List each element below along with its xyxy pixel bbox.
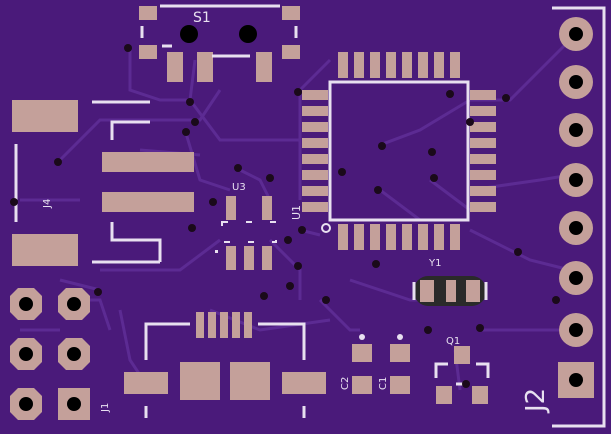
- header-j1: J1: [10, 288, 111, 420]
- silk-label-u3: U3: [232, 182, 246, 193]
- u1-top-pins: [338, 52, 460, 78]
- u1-bottom-pins: [338, 224, 460, 250]
- silk-label-s1: S1: [193, 10, 211, 26]
- silk-label-y1: Y1: [428, 258, 441, 269]
- silk-label-q1: Q1: [446, 336, 460, 347]
- vias: [10, 44, 560, 388]
- silk-label-u1: U1: [290, 205, 303, 220]
- chip-u1: U1: [290, 52, 496, 250]
- regulator-block: [124, 312, 326, 418]
- transistor-q1: Q1: [434, 336, 490, 404]
- silk-label-c2: C2: [340, 377, 351, 390]
- capacitors-c1-c2: C2 C1: [340, 334, 410, 394]
- chip-u3: U3: [215, 182, 277, 270]
- u1-right-pins: [470, 90, 496, 212]
- silk-label-j2: J2: [521, 388, 551, 414]
- silk-label-c1: C1: [378, 377, 389, 390]
- connector-j4: J4: [12, 100, 194, 266]
- u1-left-pins: [302, 90, 328, 212]
- silk-label-j1: J1: [100, 403, 111, 413]
- header-j2: J2: [521, 6, 606, 428]
- crystal-y1: Y1: [412, 258, 488, 306]
- switch-s1: S1: [139, 4, 300, 82]
- silk-label-j4: J4: [42, 199, 53, 209]
